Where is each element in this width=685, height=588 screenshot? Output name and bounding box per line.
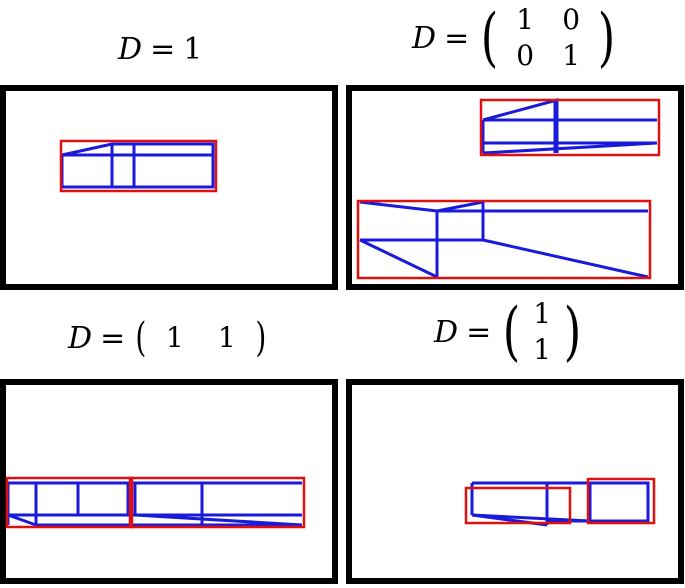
matrix: 1 1 [524, 296, 560, 368]
panel-4-frame [346, 379, 684, 584]
title-value: 1 [183, 32, 203, 67]
matrix-cell: 1 [533, 297, 552, 330]
title-equals: = [444, 20, 470, 56]
left-paren: ( [502, 295, 521, 369]
matrix-cell: 1 [562, 39, 581, 72]
panel-3-title: D = ( 1 1 ) [68, 318, 268, 358]
panel-4-bbox-left [464, 486, 572, 525]
panel-3-wireframe [6, 481, 303, 527]
panel-4-wireframe [470, 481, 650, 527]
matrix-cell: 1 [165, 321, 184, 354]
panel-4-title: D = ( 1 1 ) [434, 296, 585, 368]
matrix-cell: 0 [516, 39, 535, 72]
panel-2-title: D = ( 1 0 0 1 ) [412, 2, 619, 74]
matrix: 1 1 [149, 320, 253, 356]
panel-2-wireframe-upper [481, 98, 658, 155]
panel-2-bbox-upper [479, 98, 661, 157]
panel-2-bbox-lower [356, 199, 652, 280]
panel-2-frame [346, 85, 684, 290]
panel-2-wireframe-lower [359, 200, 649, 279]
panel-3-bbox-right [128, 476, 306, 529]
panel-1-title: D = 1 [118, 32, 202, 67]
title-equals: = [466, 314, 492, 350]
title-lhs: D [118, 32, 143, 67]
right-paren: ) [563, 295, 582, 369]
panel-4-bbox-right [586, 477, 656, 525]
left-paren: ( [480, 1, 499, 75]
matrix-cell: 1 [217, 321, 236, 354]
panel-1-bbox [59, 139, 218, 193]
panel-3-bbox-left [5, 476, 134, 529]
title-lhs: D [68, 320, 93, 356]
matrix-cell: 1 [533, 333, 552, 366]
panel-1-frame [0, 85, 338, 290]
title-equals: = [100, 320, 126, 356]
matrix-cell: 1 [516, 3, 535, 36]
title-lhs: D [412, 20, 437, 56]
right-paren: ) [597, 1, 616, 75]
title-equals: = [150, 32, 176, 67]
matrix: 1 0 0 1 [502, 2, 594, 74]
panel-3-frame [0, 379, 338, 584]
left-paren: ( [135, 315, 147, 361]
matrix-cell: 0 [562, 3, 581, 36]
right-paren: ) [255, 315, 267, 361]
title-lhs: D [434, 314, 459, 350]
panel-1-wireframe [60, 142, 215, 189]
